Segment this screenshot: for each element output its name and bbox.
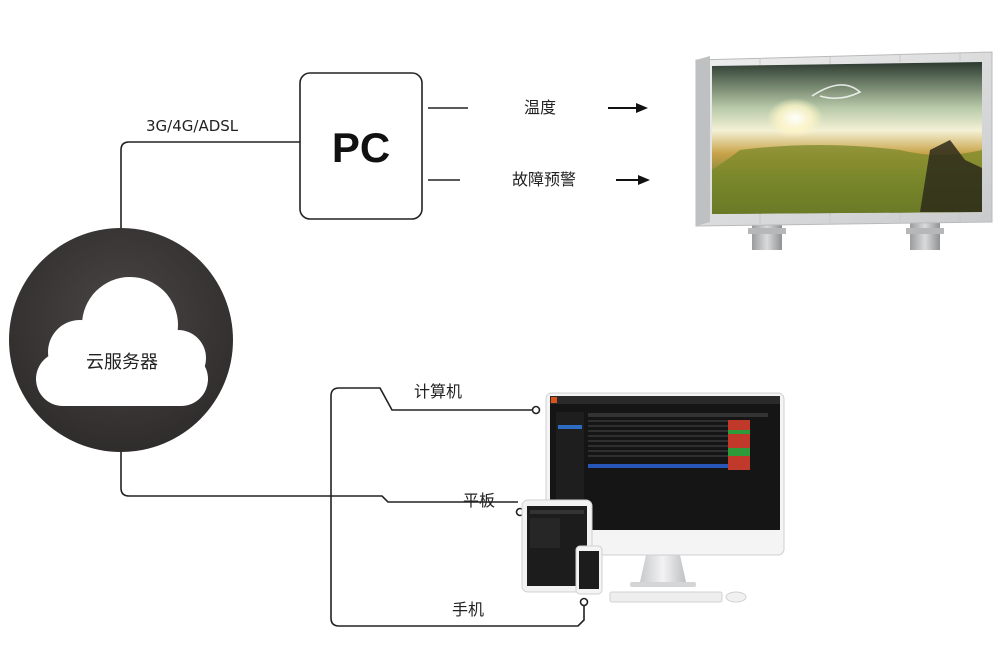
billboard-sun: [767, 98, 823, 138]
phone-link: [330, 500, 585, 627]
output-arrows: [608, 103, 650, 185]
network-label: 3G/4G/ADSL: [146, 117, 239, 135]
client-label-tablet: 平板: [463, 491, 495, 510]
cloud-pc-link: [120, 141, 300, 228]
cloud-label: 云服务器: [86, 352, 158, 373]
keyboard: [609, 591, 723, 603]
pc-label: PC: [332, 124, 390, 171]
connection-lines: [120, 107, 585, 627]
arrow-icon: [608, 103, 648, 113]
computer-link: [330, 387, 533, 500]
monitor-app-window: [550, 396, 780, 512]
client-label-phone: 手机: [452, 600, 484, 619]
devices-illustration: [521, 392, 785, 603]
output-label-temperature: 温度: [524, 98, 556, 117]
cloud-icon: [36, 277, 208, 406]
billboard-frame-seams: [759, 53, 961, 224]
output-label-fault-warning: 故障预警: [512, 170, 576, 189]
monitor-stand: [640, 555, 686, 582]
cloud-client-link: [120, 452, 518, 503]
arrow-icon: [616, 175, 650, 185]
computer-connector: [531, 405, 541, 415]
billboard-display: [695, 51, 993, 250]
mouse: [725, 591, 747, 603]
pc-box: [299, 72, 423, 220]
phone-connector: [579, 597, 589, 607]
pc-node: PC: [299, 72, 423, 220]
phone-screen: [579, 551, 599, 589]
cloud-server-node: 云服务器: [9, 228, 233, 452]
client-label-computer: 计算机: [414, 382, 462, 401]
